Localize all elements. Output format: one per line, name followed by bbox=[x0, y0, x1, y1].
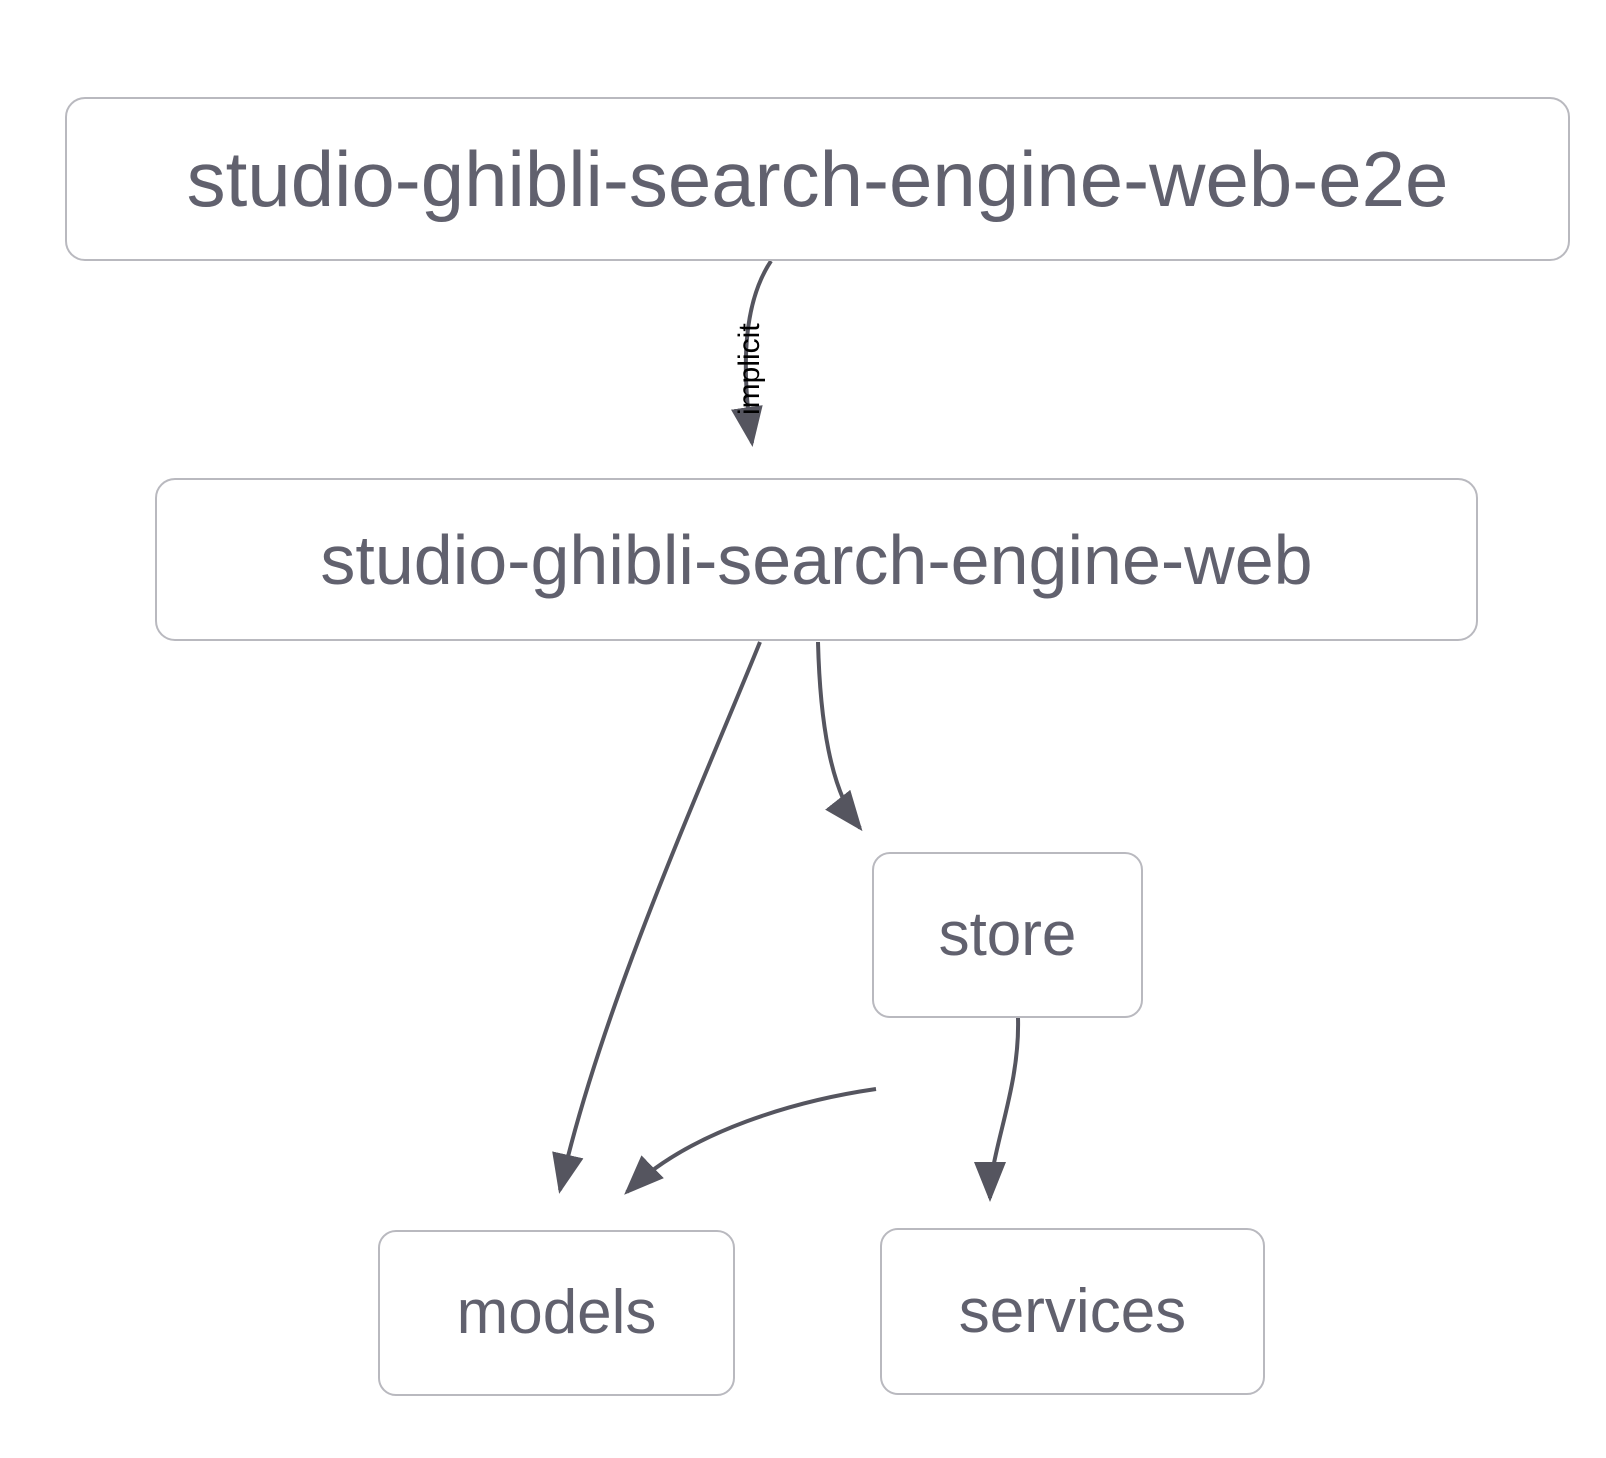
edge-label-implicit: implicit bbox=[733, 323, 766, 415]
edge-store-to-services bbox=[974, 1017, 1021, 1202]
graph-node-store[interactable]: store bbox=[872, 852, 1143, 1018]
graph-node-label: studio-ghibli-search-engine-web bbox=[320, 520, 1313, 599]
graph-node-label: services bbox=[958, 1276, 1187, 1346]
graph-node-web-e2e[interactable]: studio-ghibli-search-engine-web-e2e bbox=[65, 97, 1570, 261]
graph-node-label: store bbox=[938, 900, 1077, 969]
graph-node-models[interactable]: models bbox=[378, 1230, 735, 1396]
edge-web-to-store bbox=[816, 641, 863, 832]
graph-node-web[interactable]: studio-ghibli-search-engine-web bbox=[155, 478, 1478, 641]
edge-web-to-models bbox=[552, 641, 762, 1194]
edge-store-to-models bbox=[624, 1087, 877, 1195]
graph-node-services[interactable]: services bbox=[880, 1228, 1265, 1395]
graph-node-label: models bbox=[456, 1278, 657, 1347]
graph-node-label: studio-ghibli-search-engine-web-e2e bbox=[186, 135, 1449, 223]
